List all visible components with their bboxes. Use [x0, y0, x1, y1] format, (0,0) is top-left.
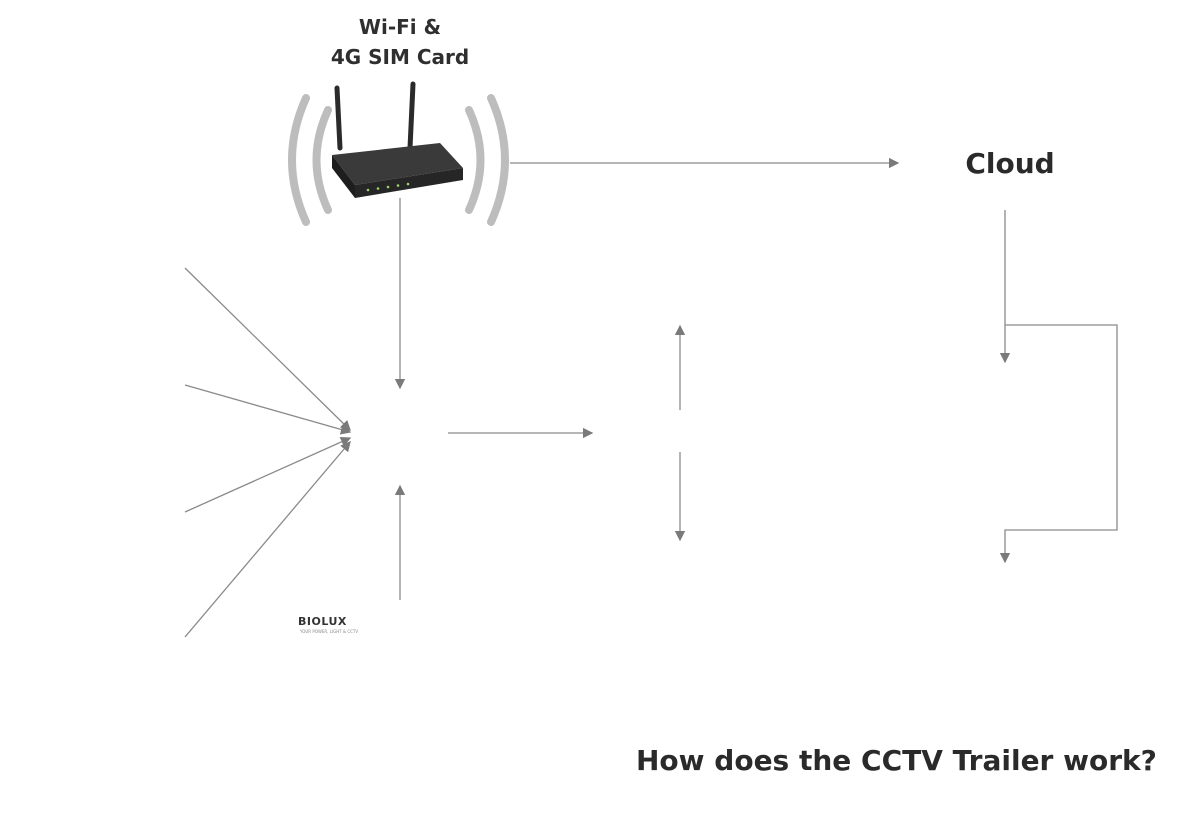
link-bullet3-switch: [184, 441, 351, 638]
link-cloud-phone: [999, 324, 1118, 564]
wifi-router-icon: [288, 81, 509, 226]
cloud-label: Cloud: [965, 147, 1055, 180]
wifi-label-line1: Wi-Fi &: [358, 15, 442, 39]
diagram-title: How does the CCTV Trailer work?: [636, 744, 1157, 777]
connection-lines: [184, 157, 1118, 638]
router-signal-waves: [288, 94, 509, 226]
brand-tagline: YOUR POWER, LIGHT & CCTV: [300, 629, 359, 634]
wifi-4g-label: Wi-Fi & 4G SIM Card: [300, 12, 500, 72]
wifi-label-line2: 4G SIM Card: [330, 45, 470, 69]
brand-logo-text: BIOLUX: [298, 615, 347, 628]
link-bullet2-switch: [184, 436, 352, 513]
link-ptz-switch: [184, 267, 351, 431]
link-bullet1-switch: [184, 384, 352, 435]
